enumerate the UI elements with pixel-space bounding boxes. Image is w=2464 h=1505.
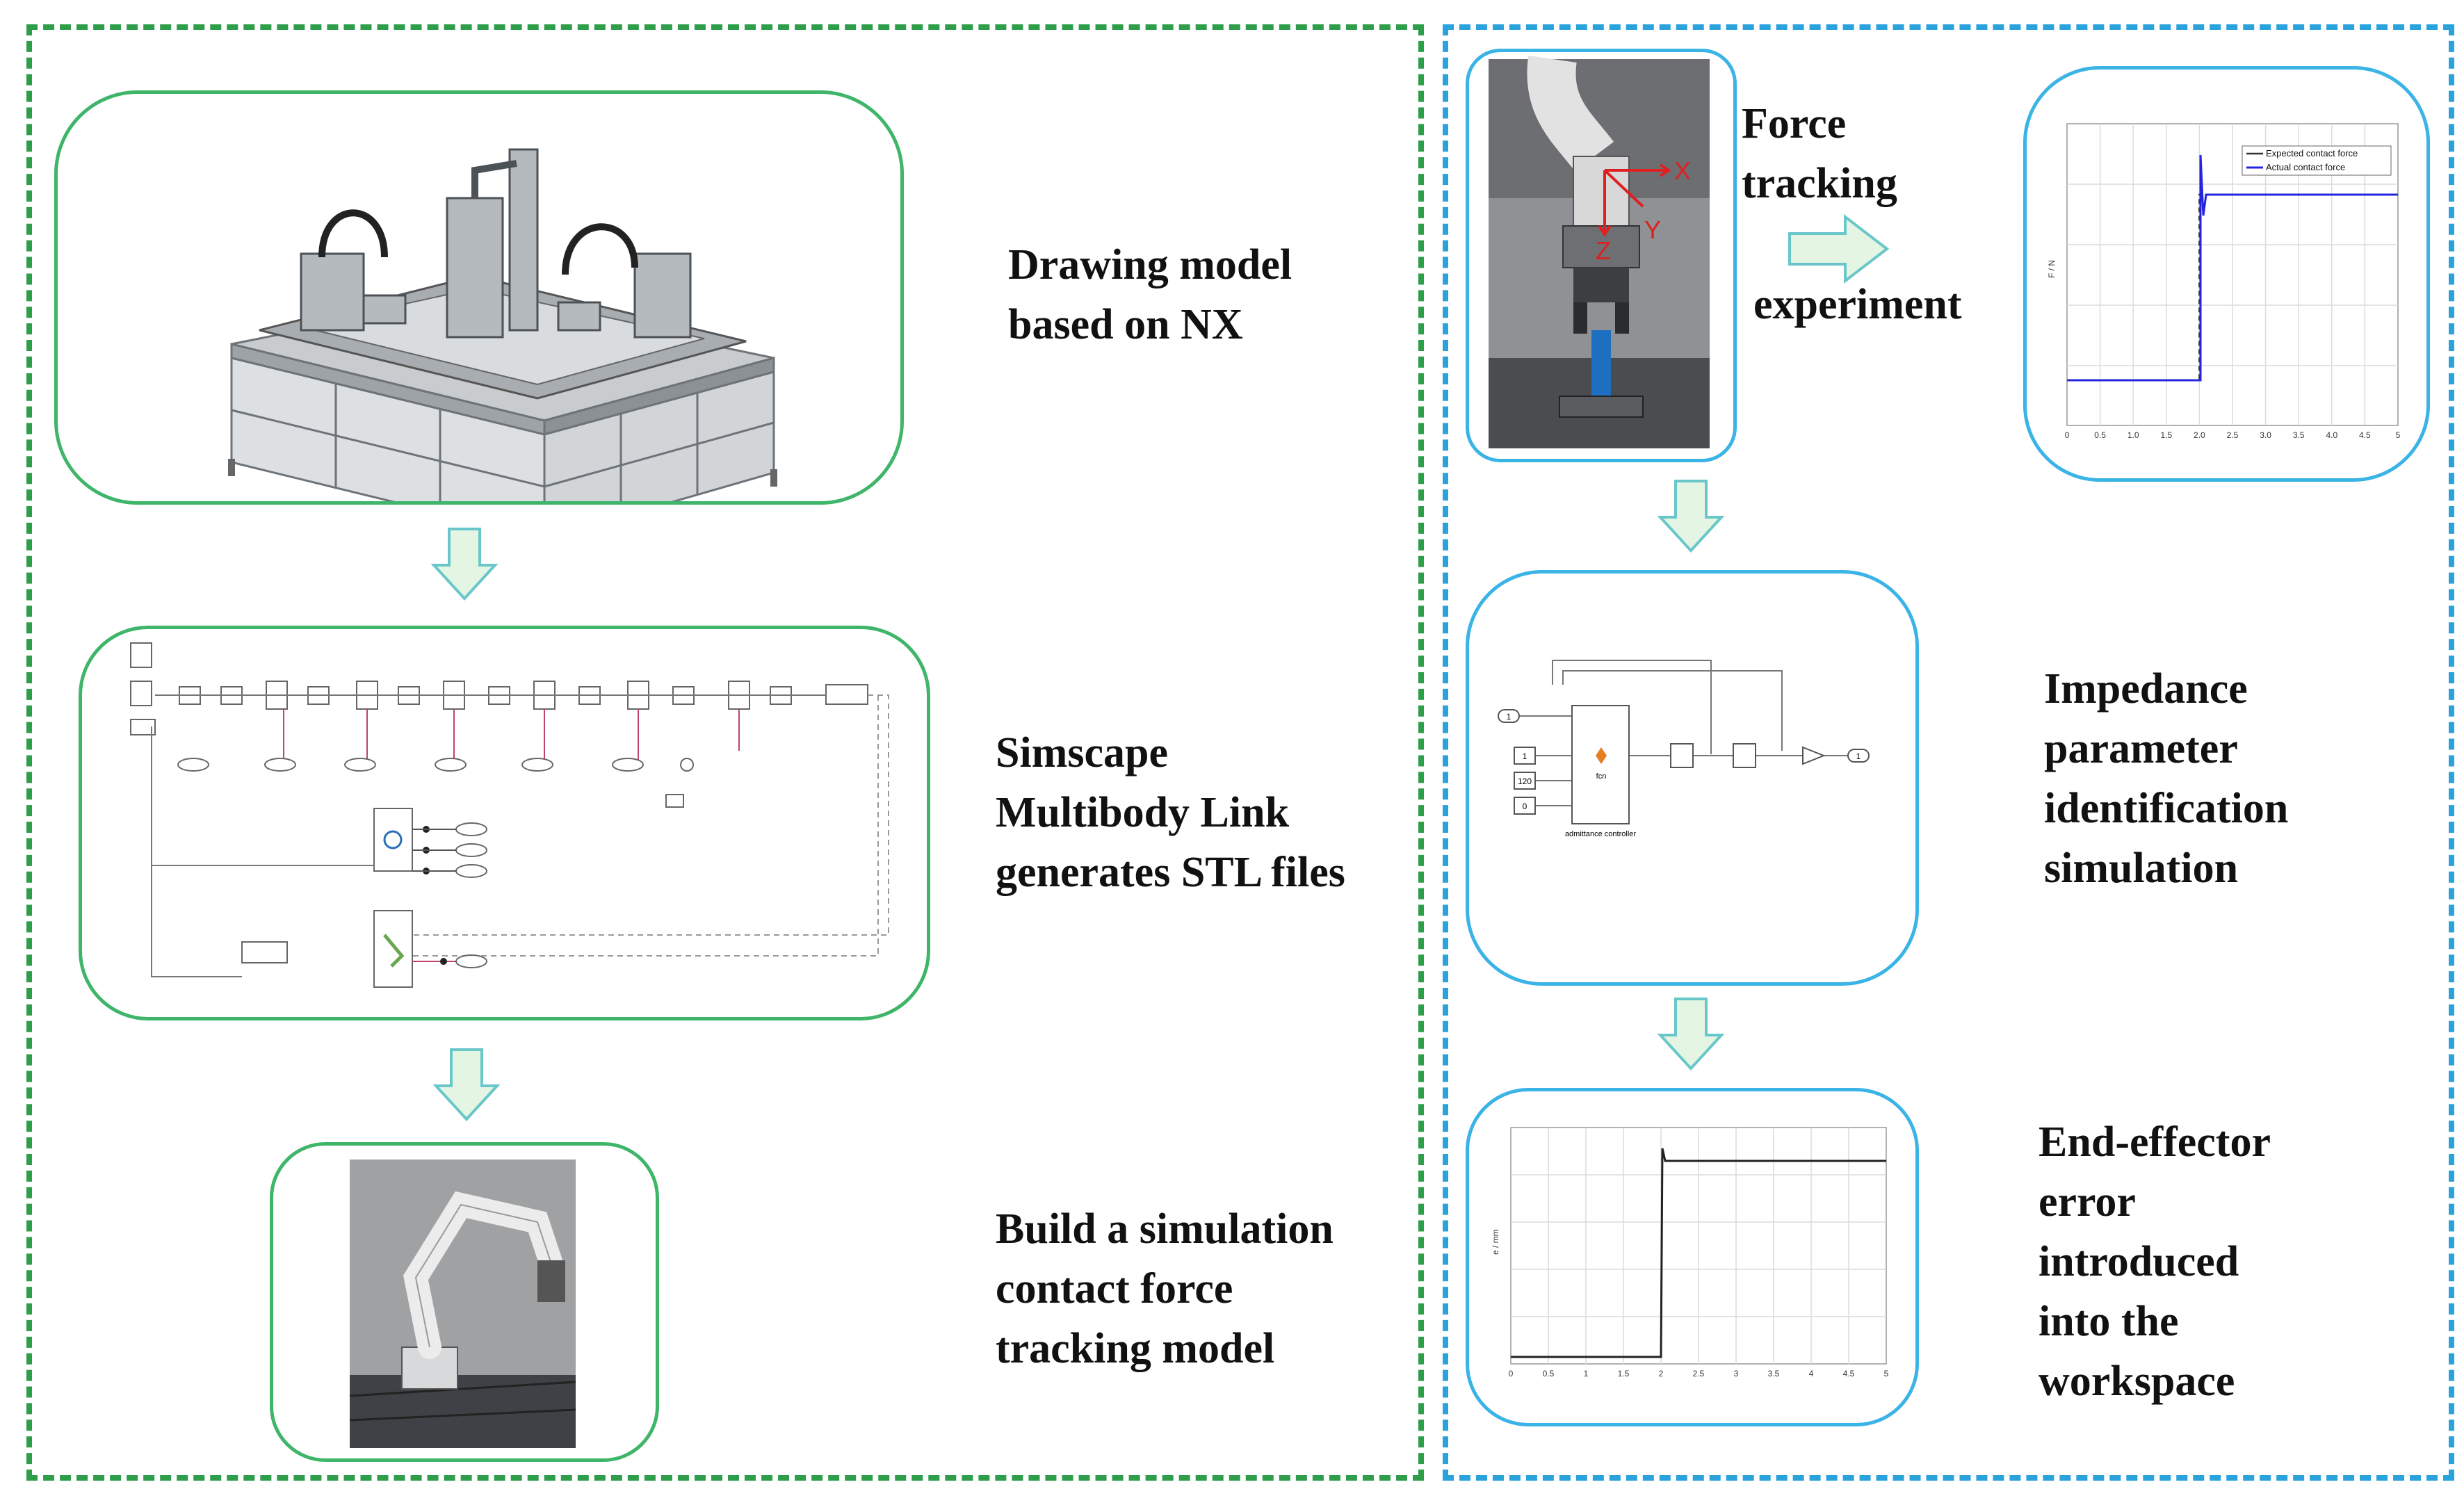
force-chart-ylabel: F / N [2047,260,2057,278]
axis-z-label: Z [1596,236,1611,265]
legend-expected-force: Expected contact force [2266,148,2358,158]
label-line: introduced [2039,1238,2239,1285]
label-line: generates STL files [996,849,1345,896]
step-label-force-tracking: Force tracking [1742,94,1897,213]
label-line: based on NX [1008,301,1243,348]
x-tick: 1.5 [2160,430,2172,440]
x-tick: 5 [2396,430,2401,440]
robot-photo: X Y Z [1489,56,1710,448]
down-arrow-4 [1657,998,1724,1071]
x-tick: 3 [1734,1369,1739,1378]
const-block: 120 [1518,776,1532,786]
const-block: 0 [1523,802,1527,811]
multibody-card [79,626,930,1020]
controller-label: admittance controller [1565,830,1636,838]
label-line: End-effector [2039,1118,2271,1166]
down-arrow-1 [431,528,498,601]
error-chart: e / mm 0 0.5 1 1.5 2 2.5 3 3.5 4 4.5 5 [1491,1127,1889,1378]
legend-actual-force: Actual contact force [2266,162,2345,172]
error-chart-card: e / mm 0 0.5 1 1.5 2 2.5 3 3.5 4 4.5 5 [1466,1088,1919,1426]
down-arrow-2 [433,1048,500,1121]
step-label-end-effector: End-effector error introduced into the w… [2039,1112,2271,1411]
label-line: into the [2039,1298,2179,1345]
x-tick: 2.5 [1693,1369,1705,1378]
label-line: tracking model [996,1325,1275,1372]
admittance-block-diagram: 1 fcn admittance controller 1 120 0 1 [1498,660,1870,838]
x-tick: 3.5 [1768,1369,1780,1378]
right-panel [1443,24,2454,1481]
label-line: workspace [2039,1358,2235,1405]
step-label-simulation: Build a simulation contact force trackin… [996,1199,1334,1378]
x-tick: 3.0 [2260,430,2271,440]
label-line: experiment [1753,281,1962,328]
robot-simulation-image [349,1160,576,1448]
fcn-label: fcn [1596,772,1607,781]
x-tick: 0.5 [2094,430,2106,440]
simulation-model-card [270,1142,659,1462]
force-experiment-photo-card: X Y Z [1466,49,1737,462]
label-line: Drawing model [1008,241,1292,288]
step-label-experiment: experiment [1753,275,1962,334]
label-line: parameter [2044,725,2238,772]
const-block: 1 [1523,751,1527,761]
label-line: tracking [1742,160,1897,207]
x-tick: 5 [1884,1369,1889,1378]
force-chart: Expected contact force Actual contact fo… [2047,123,2401,440]
label-line: Impedance [2044,665,2248,713]
x-tick: 2 [1659,1369,1664,1378]
right-arrow [1788,214,1890,284]
label-line: Multibody Link [996,789,1290,836]
x-tick: 2.5 [2227,430,2239,440]
label-line: Build a simulation [996,1205,1334,1253]
down-arrow-3 [1657,480,1724,553]
axis-x-label: X [1674,156,1691,185]
x-tick: 4 [1809,1369,1814,1378]
x-tick: 3.5 [2293,430,2305,440]
nx-workstation-image [228,148,777,501]
x-tick: 4.5 [1843,1369,1855,1378]
x-tick: 1.0 [2127,430,2139,440]
step-label-impedance: Impedance parameter identification simul… [2044,659,2288,898]
x-tick: 4.0 [2326,430,2337,440]
impedance-simulation-card: 1 fcn admittance controller 1 120 0 1 [1466,570,1919,986]
force-chart-card: Expected contact force Actual contact fo… [2023,66,2430,482]
label-line: simulation [2044,845,2239,892]
inport-label: 1 [1507,712,1511,722]
simscape-block-diagram [130,642,889,988]
x-tick: 0 [1509,1369,1514,1378]
nx-model-card [54,90,904,505]
x-tick: 1.5 [1618,1369,1630,1378]
x-tick: 0.5 [1543,1369,1555,1378]
label-line: error [2039,1178,2136,1226]
x-tick: 0 [2065,430,2070,440]
step-label-simscape: Simscape Multibody Link generates STL fi… [996,723,1345,902]
left-panel [26,24,1424,1481]
step-label-nx: Drawing model based on NX [1008,235,1292,355]
error-chart-ylabel: e / mm [1491,1229,1500,1255]
label-line: Simscape [996,729,1168,776]
x-tick: 2.0 [2194,430,2205,440]
x-tick: 1 [1584,1369,1589,1378]
label-line: Force [1742,100,1847,147]
x-tick: 4.5 [2359,430,2371,440]
outport-label: 1 [1856,751,1861,761]
label-line: contact force [996,1265,1233,1312]
label-line: identification [2044,785,2289,832]
axis-y-label: Y [1644,215,1661,244]
